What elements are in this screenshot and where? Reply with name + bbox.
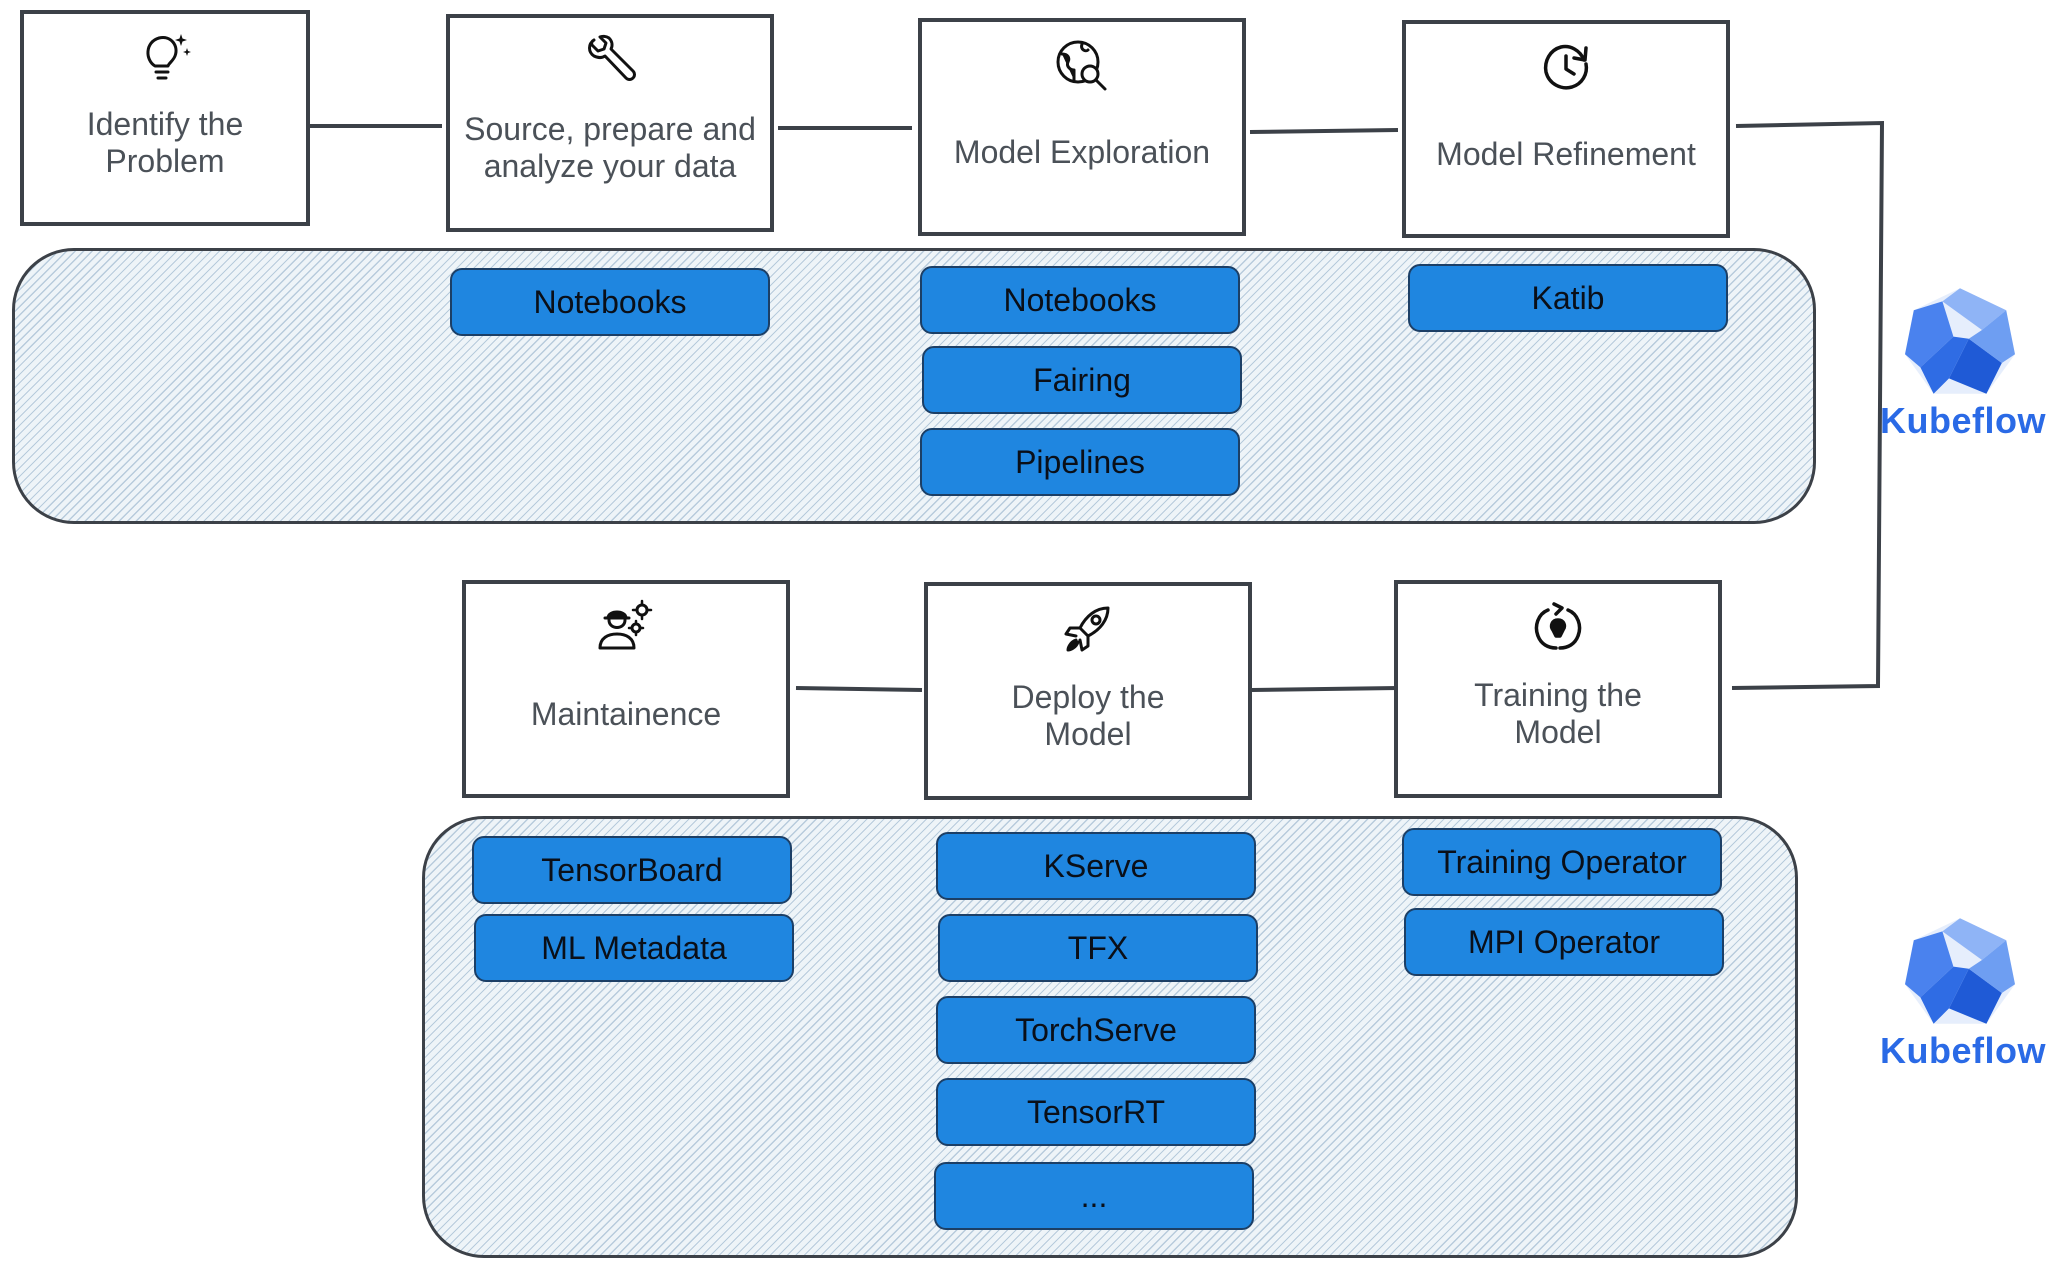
chip-refinement-katib[interactable]: Katib: [1408, 264, 1728, 332]
rocket-icon: [1058, 600, 1118, 660]
stage-label: Identify the Problem: [86, 106, 244, 179]
chip-deploy-tensorrt[interactable]: TensorRT: [936, 1078, 1256, 1146]
kubeflow-logo-bottom: Kubeflow: [1880, 916, 2046, 1106]
kubeflow-logo-top: Kubeflow: [1880, 286, 2046, 476]
chip-exploration-fairing[interactable]: Fairing: [922, 346, 1242, 414]
chip-deploy-tfx[interactable]: TFX: [938, 914, 1258, 982]
chip-deploy-more[interactable]: ...: [934, 1162, 1254, 1230]
kubeflow-wordmark: Kubeflow: [1880, 400, 2046, 441]
stage-label: Training the Model: [1474, 677, 1642, 750]
kubeflow-wordmark: Kubeflow: [1880, 1030, 2046, 1071]
connector-refinement-training: [1731, 120, 1885, 690]
chip-maintenance-ml-metadata[interactable]: ML Metadata: [474, 914, 794, 982]
lightbulb-sparkle-icon: [135, 28, 195, 88]
stage-label: Model Refinement: [1436, 135, 1696, 172]
chip-training-training-operator[interactable]: Training Operator: [1402, 828, 1722, 896]
chip-deploy-torchserve[interactable]: TorchServe: [936, 996, 1256, 1064]
stage-identify: Identify the Problem: [20, 10, 310, 226]
worker-gears-icon: [596, 598, 656, 658]
stage-label: Deploy the Model: [1011, 679, 1165, 752]
connector-deploy-maintenance: [795, 686, 923, 692]
chip-training-mpi-operator[interactable]: MPI Operator: [1404, 908, 1724, 976]
kubeflow-icon: [1905, 288, 2015, 394]
stage-maintenance: Maintainence: [462, 580, 790, 798]
retrain-cycle-icon: [1528, 598, 1588, 658]
stage-label: Maintainence: [530, 695, 722, 732]
wrench-icon: [580, 32, 640, 92]
chip-deploy-kserve[interactable]: KServe: [936, 832, 1256, 900]
clock-history-icon: [1536, 38, 1596, 98]
stage-deploy: Deploy the Model: [924, 582, 1252, 800]
chip-maintenance-tensorboard[interactable]: TensorBoard: [472, 836, 792, 904]
connector-training-deploy: [1251, 686, 1399, 692]
globe-search-icon: [1052, 36, 1112, 96]
connector-exploration-refinement: [1249, 128, 1399, 134]
stage-label: Source, prepare and analyze your data: [464, 111, 756, 184]
stage-training: Training the Model: [1394, 580, 1722, 798]
kubeflow-icon: [1905, 918, 2015, 1024]
stage-exploration: Model Exploration: [918, 18, 1246, 236]
stage-source: Source, prepare and analyze your data: [446, 14, 774, 232]
chip-exploration-notebooks[interactable]: Notebooks: [920, 266, 1240, 334]
chip-source-notebooks[interactable]: Notebooks: [450, 268, 770, 336]
stage-refinement: Model Refinement: [1402, 20, 1730, 238]
chip-exploration-pipelines[interactable]: Pipelines: [920, 428, 1240, 496]
stage-label: Model Exploration: [953, 133, 1211, 170]
